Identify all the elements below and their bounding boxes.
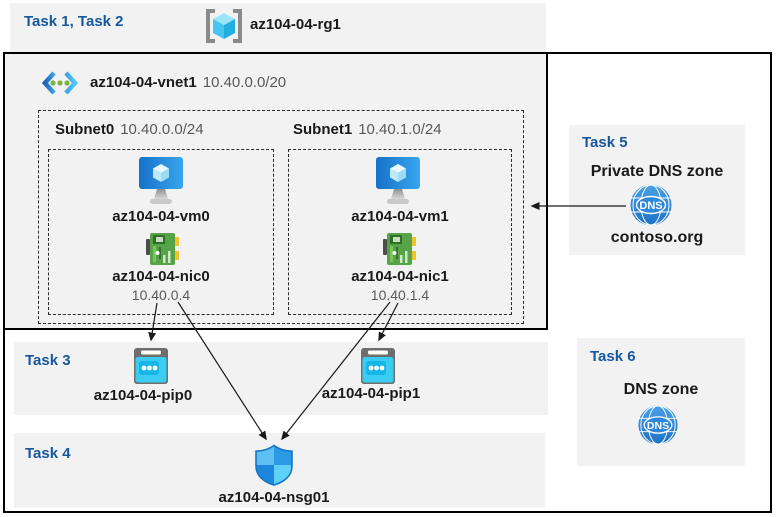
virtual-network-icon — [42, 70, 78, 96]
resource-group-band — [10, 3, 546, 52]
vm0-icon — [138, 156, 184, 206]
subnet1-border — [288, 149, 512, 315]
task4-label: Task 4 — [25, 445, 71, 462]
vnet-cidr: 10.40.0.0/20 — [202, 74, 287, 91]
task3-label: Task 3 — [25, 352, 71, 369]
task5-label: Task 5 — [582, 134, 628, 151]
vnet-box — [3, 52, 548, 330]
vm1-name: az104-04-vm1 — [351, 208, 449, 225]
nic0-icon — [144, 231, 180, 267]
task3-band — [14, 342, 548, 415]
subnet1-name: Subnet1 — [293, 121, 353, 138]
dns-zone-icon-text: DNS — [647, 420, 669, 432]
pip0-icon — [133, 347, 169, 385]
subnet1-cidr: 10.40.1.0/24 — [358, 121, 442, 138]
nsg-name: az104-04-nsg01 — [218, 489, 330, 506]
vnet-name: az104-04-vnet1 — [90, 74, 197, 91]
nic0-ip: 10.40.0.4 — [131, 287, 191, 303]
pip1-name: az104-04-pip1 — [321, 385, 421, 402]
vm1-icon — [375, 156, 421, 206]
nic0-name: az104-04-nic0 — [112, 268, 210, 285]
subnet0-title: Subnet0 10.40.0.0/24 — [55, 121, 204, 138]
private-dns-zone-name: contoso.org — [610, 229, 704, 246]
subnets-group-border — [38, 110, 524, 324]
dns-zone-icon: DNS — [637, 404, 679, 446]
private-dns-icon-text: DNS — [639, 200, 662, 212]
nic1-icon — [381, 231, 417, 267]
subnet0-border — [48, 149, 274, 315]
nic1-name: az104-04-nic1 — [351, 268, 449, 285]
dns-zone-title: DNS zone — [623, 381, 699, 398]
subnet0-name: Subnet0 — [55, 121, 115, 138]
task-1-2-label: Task 1, Task 2 — [24, 13, 124, 30]
subnet1-title: Subnet1 10.40.1.0/24 — [293, 121, 442, 138]
nic1-ip: 10.40.1.4 — [370, 287, 430, 303]
task6-box — [577, 338, 745, 466]
subnet0-cidr: 10.40.0.0/24 — [120, 121, 204, 138]
pip1-icon — [360, 347, 396, 385]
resource-group-icon — [204, 8, 244, 44]
resource-group-name: az104-04-rg1 — [250, 16, 341, 33]
vnet-title: az104-04-vnet1 10.40.0.0/20 — [90, 74, 286, 91]
task6-label: Task 6 — [590, 348, 636, 365]
vm0-name: az104-04-vm0 — [112, 208, 210, 225]
pip0-name: az104-04-pip0 — [93, 387, 193, 404]
private-dns-icon: DNS — [629, 183, 673, 227]
private-dns-zone-title: Private DNS zone — [590, 163, 724, 180]
nsg-shield-icon — [254, 444, 294, 486]
